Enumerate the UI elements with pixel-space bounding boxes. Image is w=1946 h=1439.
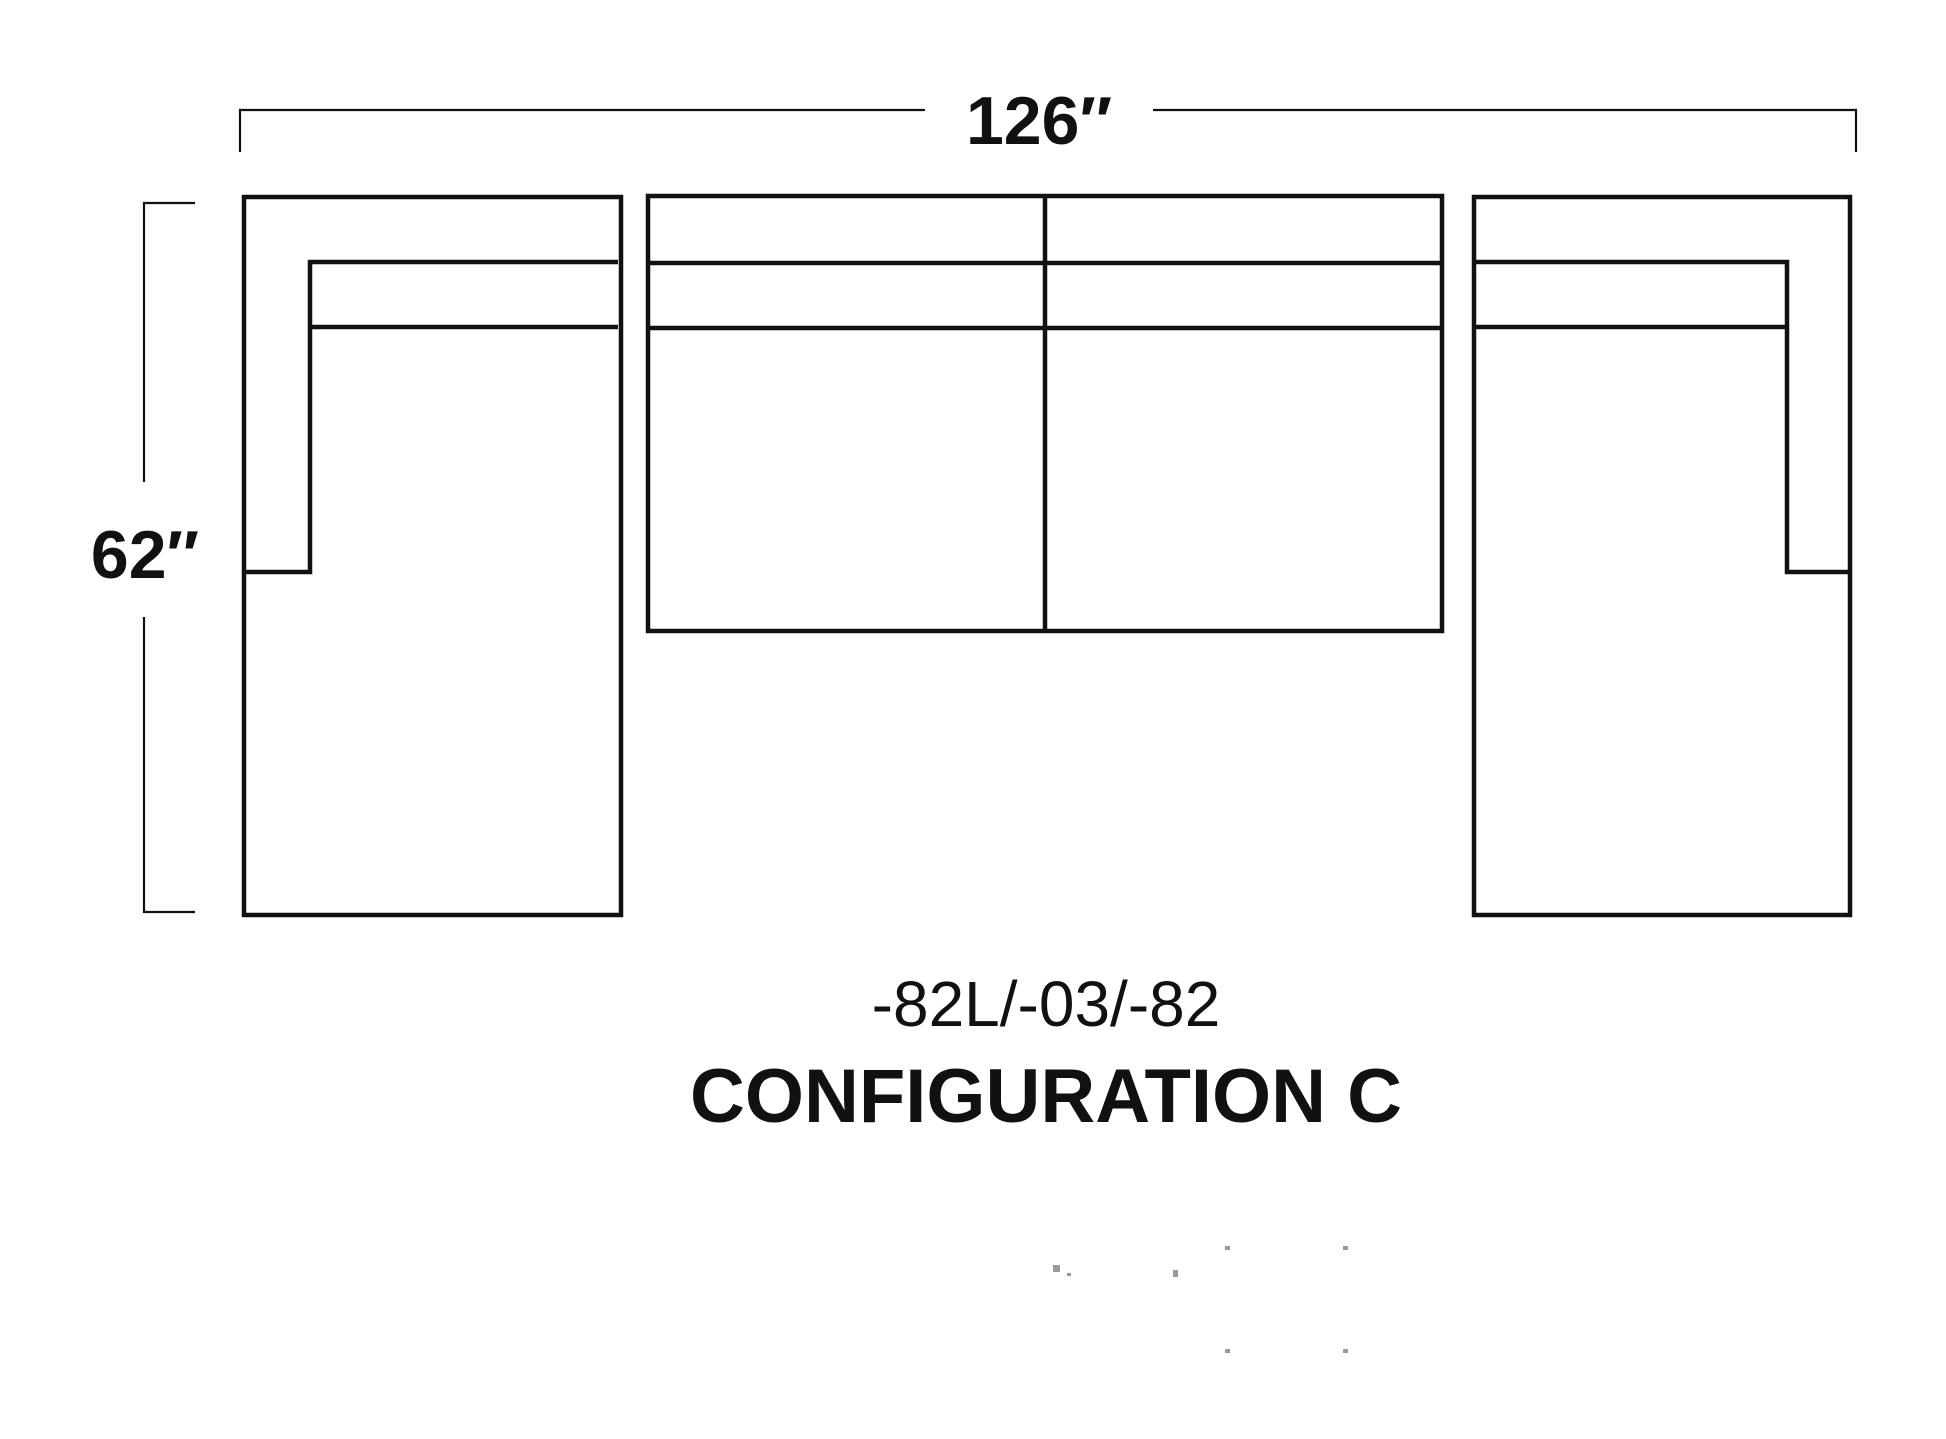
- left-chaise-arm: [244, 259, 618, 575]
- right-chaise: [1471, 194, 1853, 918]
- width-dimension-line-right: [1153, 108, 1858, 152]
- right-chaise-outline: [1471, 194, 1853, 918]
- right-chaise-arm: [1474, 259, 1850, 575]
- left-chaise-outline: [241, 194, 624, 918]
- width-dimension: 126″: [238, 83, 1858, 159]
- left-chaise: [241, 194, 624, 918]
- depth-dimension: 62″: [91, 201, 199, 914]
- width-dimension-line-left: [238, 108, 925, 152]
- depth-dimension-line-bottom: [142, 617, 195, 914]
- configuration-name: CONFIGURATION C: [690, 1054, 1402, 1139]
- depth-dimension-line-top: [142, 201, 195, 482]
- configuration-code: -82L/-03/-82: [872, 968, 1221, 1040]
- depth-dimension-label: 62″: [91, 517, 199, 593]
- width-dimension-label: 126″: [966, 83, 1112, 159]
- center-loveseat: [645, 193, 1445, 634]
- scan-specks: [1053, 1246, 1348, 1353]
